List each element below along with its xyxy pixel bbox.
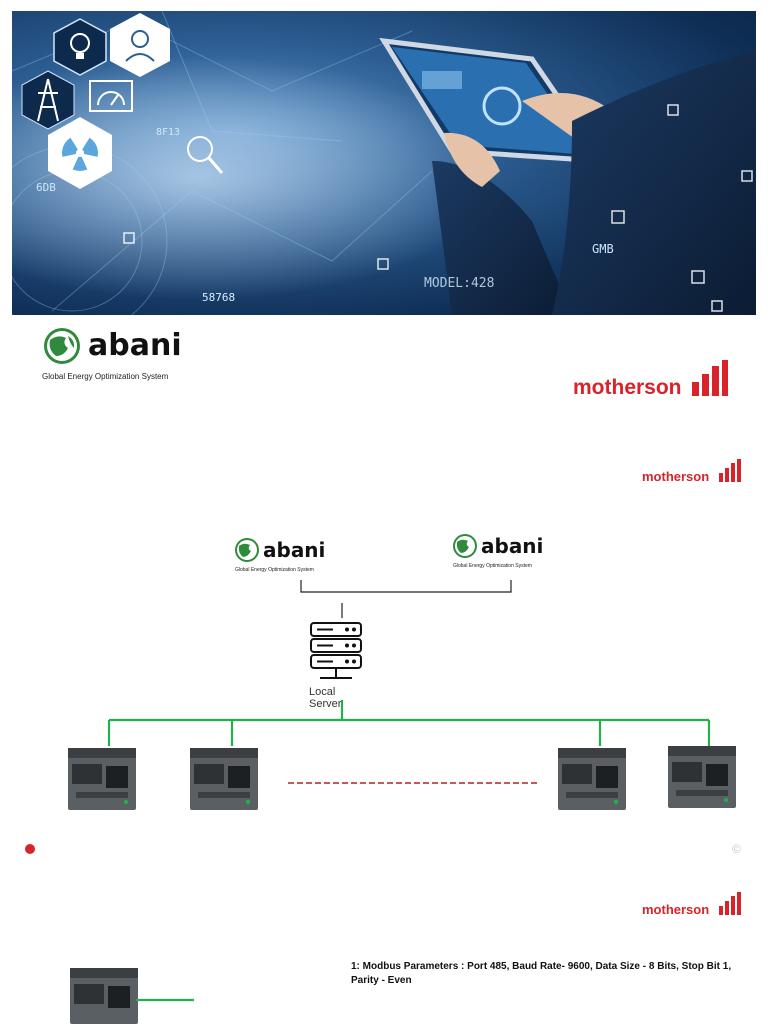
lightbulb-gear-icon	[53, 18, 107, 76]
abani-wordmark: abani	[88, 328, 182, 363]
plc-device-3	[556, 742, 628, 819]
motherson-bars-icon	[719, 892, 741, 915]
server-icon	[310, 622, 362, 679]
plc-controller-icon	[668, 746, 736, 808]
server-caption: Local Server	[309, 686, 342, 710]
motherson-bars-icon	[719, 459, 741, 482]
plc-device-4	[666, 740, 738, 817]
cloud-link-line	[300, 580, 512, 593]
hud-text-58768: 58768	[202, 291, 235, 304]
hud-text-gmb: GMB	[592, 242, 614, 256]
motherson-wordmark: motherson	[642, 469, 710, 484]
hero-illustration: 6DB 8F13 GMB MODEL:428 58768	[12, 11, 756, 315]
radiation-icon	[48, 117, 112, 189]
network-connectors	[107, 580, 711, 784]
abani-wordmark: abani	[263, 538, 326, 562]
hero-banner: 6DB 8F13 GMB MODEL:428 58768	[12, 11, 756, 315]
abani-tagline: Global Energy Optimization System	[42, 372, 169, 381]
plc-controller-icon	[68, 748, 136, 810]
single-device-link-line	[136, 998, 194, 1002]
modbus-bus-line	[107, 700, 711, 746]
copyright-mark: ©	[732, 842, 741, 856]
motherson-bars-icon	[692, 360, 728, 396]
globe-icon	[44, 328, 80, 364]
plc-controller-icon	[70, 968, 138, 1024]
hud-text-model: MODEL:428	[424, 276, 494, 291]
businessman-illustration	[432, 51, 756, 315]
gauge-icon	[89, 80, 133, 112]
local-server: Local Server	[306, 620, 366, 710]
worker-icon	[110, 13, 170, 77]
globe-icon	[235, 538, 259, 562]
globe-icon	[453, 534, 477, 558]
abani-tagline: Global Energy Optimization System	[453, 563, 532, 569]
plc-controller-icon	[558, 748, 626, 810]
motherson-wordmark: motherson	[573, 376, 682, 399]
motherson-wordmark: motherson	[642, 902, 710, 917]
modbus-parameters-note: 1: Modbus Parameters : Port 485, Baud Ra…	[351, 961, 732, 986]
hud-text-8f13: 8F13	[156, 127, 180, 138]
magnifier-icon	[187, 136, 224, 174]
plc-controller-icon	[190, 748, 258, 810]
plc-device-single	[68, 962, 142, 1029]
plc-device-1	[66, 742, 138, 819]
plc-device-2	[188, 742, 260, 819]
red-bullet-dot	[25, 844, 35, 854]
abani-wordmark: abani	[481, 534, 544, 558]
hud-text-6db: 6DB	[36, 181, 56, 194]
abani-tagline: Global Energy Optimization System	[235, 567, 314, 573]
power-tower-icon	[21, 70, 75, 130]
